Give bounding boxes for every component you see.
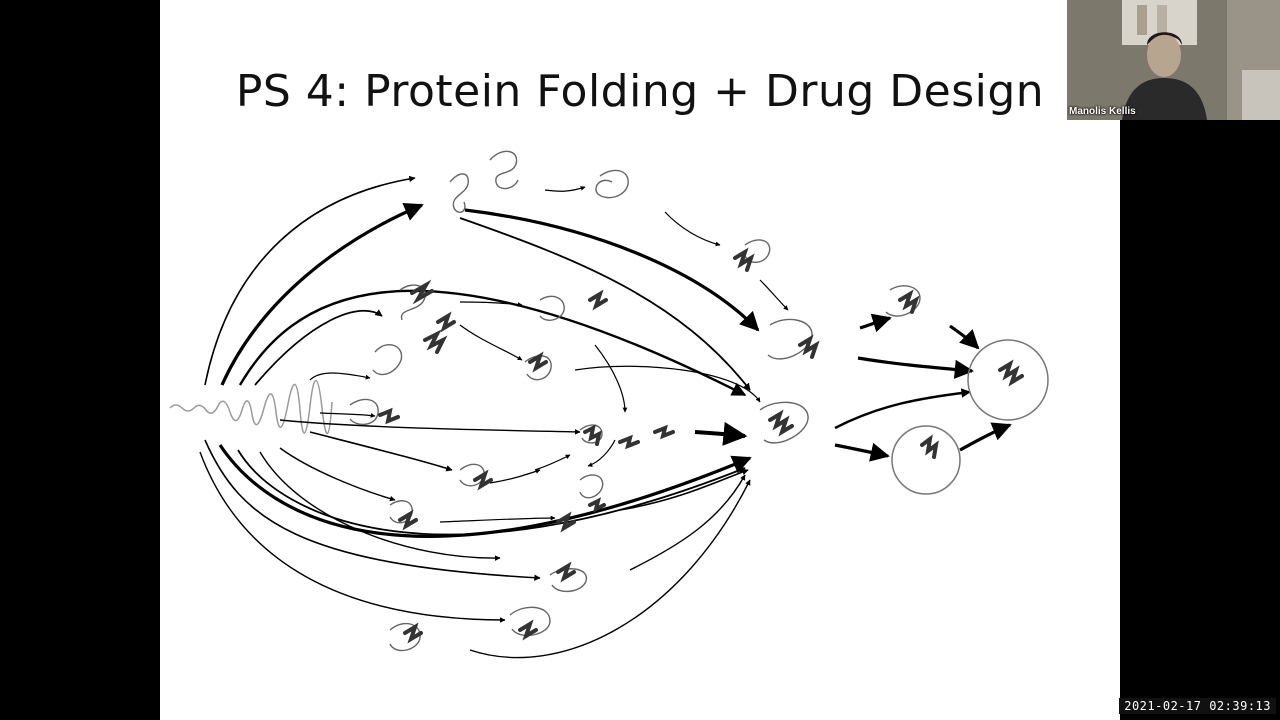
protein-helix: [733, 247, 755, 272]
pathway-arrow: [959, 422, 1012, 452]
pathway-arrow: [199, 451, 506, 623]
pathway-arrow: [279, 419, 581, 435]
protein-helix: [583, 424, 602, 446]
pathway-arrow: [439, 515, 556, 523]
pathway-arrow: [309, 431, 453, 472]
protein-helix: [410, 279, 434, 305]
protein-structure: [489, 150, 519, 190]
pathway-arrow: [218, 444, 752, 538]
protein-helix: [898, 289, 920, 314]
pathway-arrow: [694, 421, 748, 446]
pathway-arrow: [859, 313, 892, 333]
pathway-arrow: [594, 344, 628, 413]
pathway-arrow: [857, 356, 974, 379]
protein-helix: [998, 359, 1024, 387]
protein-helix: [618, 434, 640, 450]
protein-helix: [588, 289, 608, 311]
protein-structure: [767, 318, 813, 360]
pathway-arrow: [664, 211, 721, 247]
protein-structure: [759, 401, 809, 444]
pathway-arrow: [259, 451, 501, 561]
pathway-arrow: [949, 324, 980, 350]
protein-helix: [436, 311, 456, 333]
participant-video-feed: [1067, 0, 1280, 120]
pathway-arrow: [489, 469, 541, 484]
protein-structure: [595, 169, 629, 199]
pathway-arrow: [238, 289, 747, 397]
protein-structure: [389, 622, 421, 652]
protein-helix: [798, 334, 820, 359]
participant-name-label: Manolis Kellis: [1069, 106, 1136, 117]
intermediate-state-circle: [891, 425, 961, 495]
slide-title: PS 4: Protein Folding + Drug Design: [235, 66, 1045, 117]
participant-video-tile: Manolis Kellis: [1067, 0, 1280, 120]
protein-structure: [579, 474, 604, 499]
pathway-arrow: [459, 217, 751, 391]
protein-helix: [528, 351, 548, 373]
pathway-arrow: [204, 175, 416, 386]
protein-helix: [768, 409, 794, 437]
protein-helix: [556, 561, 576, 583]
protein-structure: [349, 398, 379, 426]
pathway-arrow: [834, 442, 890, 462]
pathway-arrow: [309, 372, 371, 381]
protein-folding-pathways-diagram: [169, 150, 1049, 659]
pathway-arrow: [237, 449, 746, 536]
pathway-arrow: [464, 208, 760, 332]
unfolded-chain: [169, 379, 333, 435]
pathway-arrow: [319, 412, 376, 418]
protein-structure: [449, 173, 469, 213]
protein-helix: [588, 497, 606, 513]
pathway-arrow: [279, 447, 396, 502]
protein-helix: [653, 424, 675, 440]
protein-helix: [518, 619, 538, 641]
protein-helix: [920, 434, 939, 459]
protein-helix: [378, 407, 400, 425]
protein-helix: [398, 509, 418, 531]
pathway-arrow: [619, 468, 749, 511]
pathway-arrow: [759, 279, 789, 311]
pathway-arrow: [587, 439, 616, 467]
pathway-arrow: [834, 388, 971, 430]
pathway-arrow: [220, 202, 424, 386]
protein-helix: [473, 469, 493, 491]
native-state-circle: [967, 339, 1049, 421]
pathway-arrow: [469, 479, 751, 659]
protein-structure: [399, 284, 426, 321]
protein-structure: [549, 568, 587, 592]
pathway-arrow: [574, 365, 761, 403]
protein-helix: [556, 511, 576, 533]
protein-structure: [539, 295, 565, 321]
recording-timestamp: 2021-02-17 02:39:13: [1119, 698, 1276, 714]
pathway-arrow: [629, 474, 746, 571]
protein-helix: [423, 329, 448, 354]
protein-structure: [509, 606, 551, 637]
pathway-arrow: [459, 324, 523, 361]
pathway-arrow: [254, 309, 383, 386]
pathway-arrow: [534, 454, 571, 471]
pathway-arrow: [459, 301, 523, 307]
protein-helix: [403, 622, 423, 644]
pathway-arrow: [544, 186, 586, 192]
presentation-slide: PS 4: Protein Folding + Drug Design: [160, 0, 1120, 720]
protein-structure: [885, 285, 921, 317]
protein-structure: [579, 424, 603, 444]
protein-structure: [372, 343, 403, 376]
pathway-arrow: [204, 439, 541, 581]
